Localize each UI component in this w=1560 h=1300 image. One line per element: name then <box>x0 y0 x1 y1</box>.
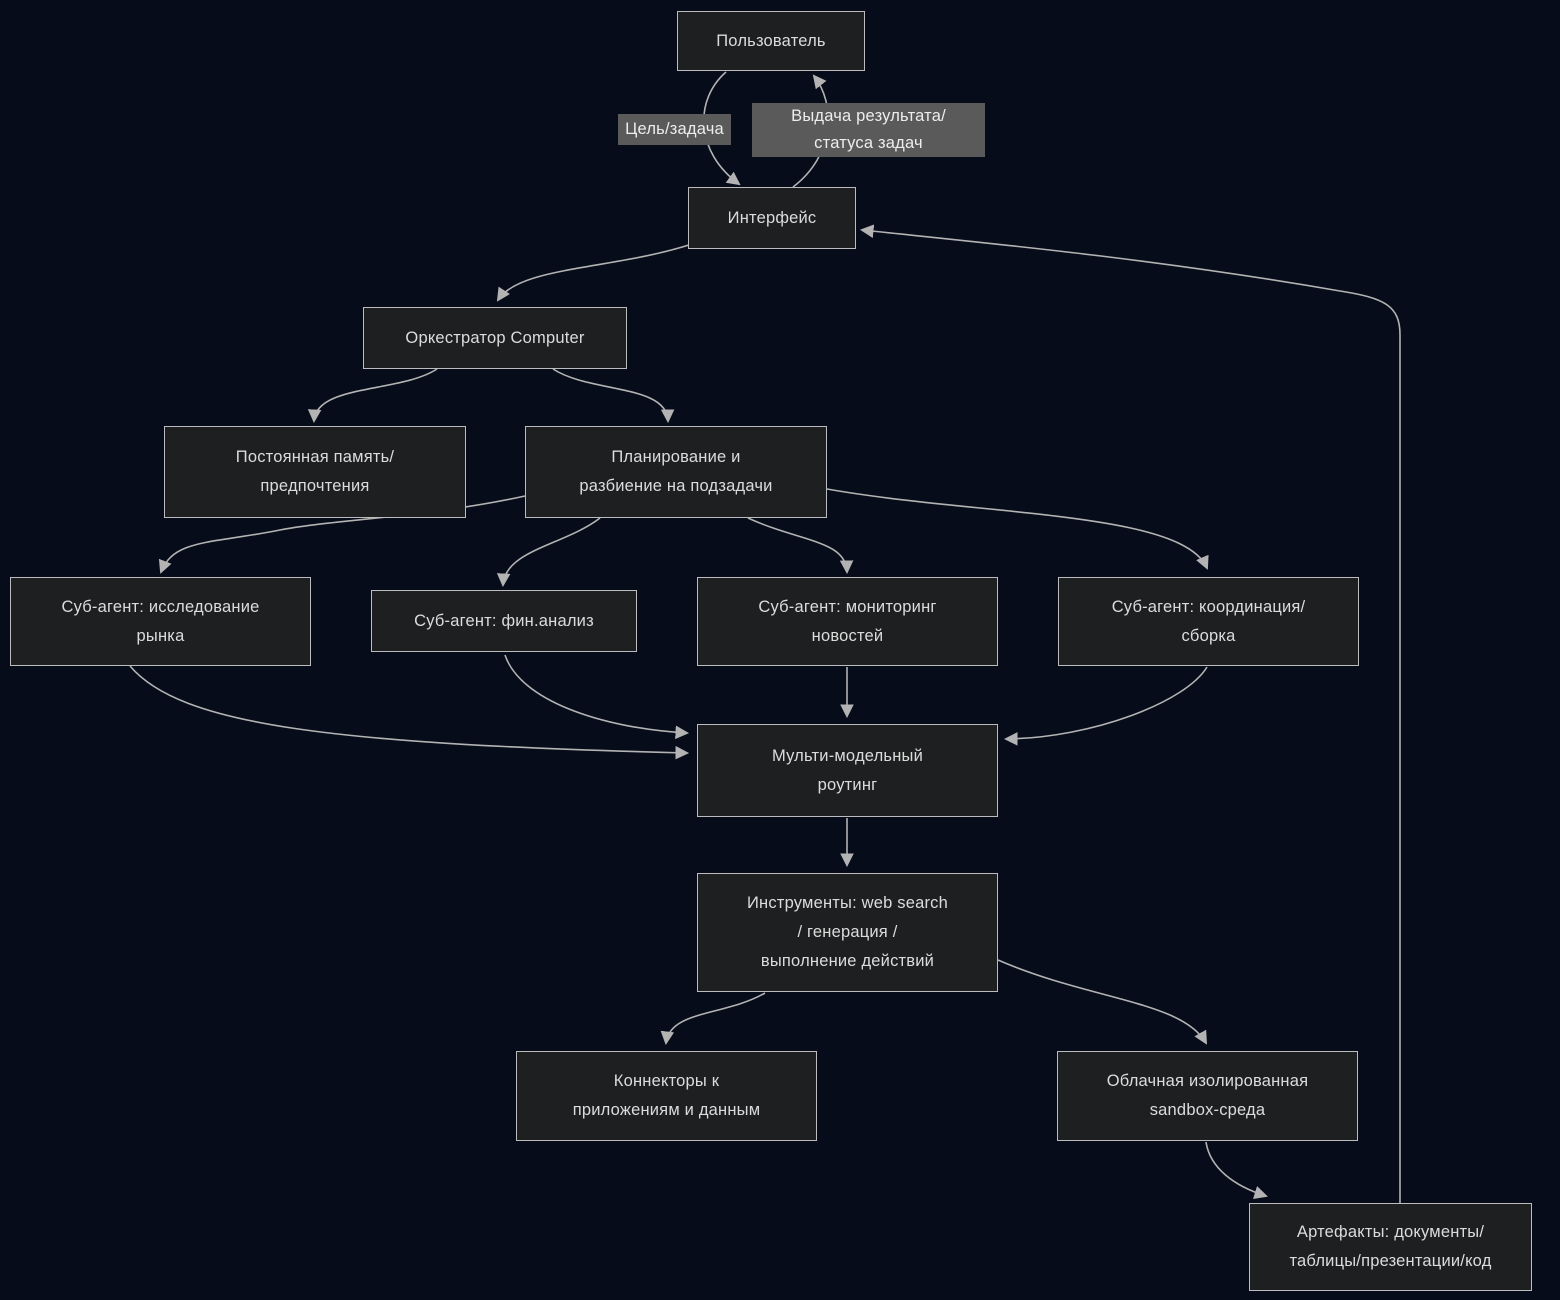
node-subagent-coordination-label: Суб-агент: координация/ сборка <box>1111 597 1306 645</box>
edge-coord-routing <box>1003 666 1208 746</box>
node-subagent-coordination: Суб-агент: координация/ сборка <box>1058 577 1359 666</box>
edge-interface-orchestrator <box>496 243 693 302</box>
node-orchestrator: Оркестратор Computer <box>363 307 627 369</box>
edge-fin-routing <box>504 654 690 740</box>
node-subagent-market-research: Суб-агент: исследование рынка <box>10 577 311 666</box>
edge-tools-sandbox <box>997 959 1208 1045</box>
node-subagent-market-research-label: Суб-агент: исследование рынка <box>61 597 260 645</box>
node-planning-label: Планирование и разбиение на подзадачи <box>579 448 773 495</box>
edge-label-result-status-text: Выдача результата/ статуса задач <box>791 107 946 152</box>
edge-label-goal-task-text: Цель/задача <box>625 120 724 138</box>
node-tools-label: Инструменты: web search / генерация / вы… <box>746 894 949 970</box>
edge-planning-news <box>747 517 854 575</box>
edge-planning-fin <box>496 517 601 588</box>
node-subagent-financial-analysis: Суб-агент: фин.анализ <box>371 590 637 652</box>
edge-orchestrator-memory <box>307 368 438 424</box>
node-multi-model-routing-label: Мульти-модельный роутинг <box>771 746 924 794</box>
node-subagent-news-monitoring: Суб-агент: мониторинг новостей <box>697 577 998 666</box>
edge-tools-connectors <box>660 992 766 1046</box>
node-artifacts: Артефакты: документы/ таблицы/презентаци… <box>1249 1203 1532 1291</box>
node-memory-label: Постоянная память/ предпочтения <box>235 448 395 495</box>
node-planning: Планирование и разбиение на подзадачи <box>525 426 827 518</box>
node-user-label: Пользователь <box>716 31 826 50</box>
edge-label-result-status: Выдача результата/ статуса задач <box>752 103 985 157</box>
edge-artifacts-interface <box>859 224 1401 1203</box>
edge-market-routing <box>129 665 690 760</box>
edge-label-goal-task: Цель/задача <box>618 114 731 145</box>
node-multi-model-routing: Мульти-модельный роутинг <box>697 724 998 817</box>
node-user: Пользователь <box>677 11 865 71</box>
node-interface: Интерфейс <box>688 187 856 249</box>
node-subagent-news-monitoring-label: Суб-агент: мониторинг новостей <box>758 597 937 645</box>
edge-planning-coord <box>826 488 1209 570</box>
node-connectors: Коннекторы к приложениям и данным <box>516 1051 817 1141</box>
edge-sandbox-artifacts <box>1205 1141 1268 1200</box>
node-subagent-financial-analysis-label: Суб-агент: фин.анализ <box>414 611 594 630</box>
node-sandbox: Облачная изолированная sandbox-среда <box>1057 1051 1358 1141</box>
node-memory: Постоянная память/ предпочтения <box>164 426 466 518</box>
node-orchestrator-label: Оркестратор Computer <box>405 328 585 347</box>
edge-orchestrator-planning <box>552 368 675 424</box>
node-artifacts-label: Артефакты: документы/ таблицы/презентаци… <box>1289 1223 1492 1270</box>
node-tools: Инструменты: web search / генерация / вы… <box>697 873 998 992</box>
node-connectors-label: Коннекторы к приложениям и данным <box>572 1072 761 1119</box>
node-interface-label: Интерфейс <box>727 208 817 227</box>
node-sandbox-label: Облачная изолированная sandbox-среда <box>1106 1072 1309 1119</box>
